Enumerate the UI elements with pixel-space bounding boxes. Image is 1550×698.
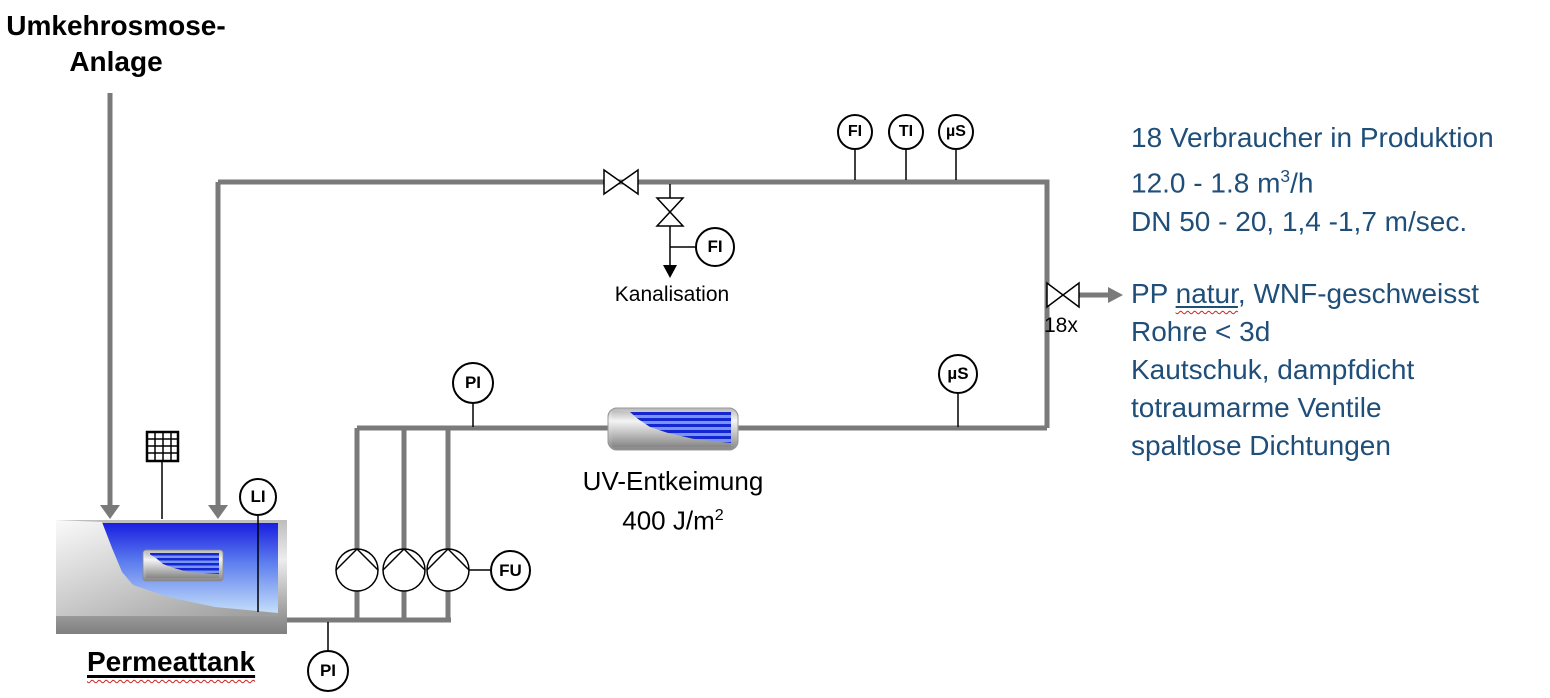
annotation-valves: totraumarme Ventile [1131, 392, 1382, 423]
uv-label: UV-Entkeimung 400 J/m2 [563, 464, 783, 538]
valve-drain [655, 197, 685, 227]
pump-3 [426, 548, 470, 592]
sewer-label: Kanalisation [614, 283, 730, 306]
instrument-ti-top: TI [888, 114, 924, 150]
annotation-material: PP natur, WNF-geschweisst [1131, 278, 1480, 309]
annotation-gaskets: spaltlose Dichtungen [1131, 430, 1391, 461]
instrument-stems [161, 150, 959, 650]
instrument-pi-suction: PI [307, 650, 349, 692]
instrument-li-tank: LI [239, 478, 277, 516]
uv-reactor [607, 407, 739, 451]
tank-diffuser-cylinder [142, 549, 224, 582]
instrument-us-top: µS [938, 114, 974, 150]
pump-1 [335, 548, 379, 592]
annotation-seal-material: Kautschuk, dampfdicht [1131, 354, 1415, 385]
instrument-fu-pump: FU [490, 550, 531, 591]
source-label-line2: Anlage [69, 46, 163, 77]
instrument-fi-top: FI [837, 114, 873, 150]
valve-supply [1046, 281, 1080, 309]
return-arrow [208, 182, 228, 519]
instrument-us-loop: µS [938, 354, 978, 394]
feed-arrow [100, 93, 120, 519]
annotation-pipe-dimensions: DN 50 - 20, 1,4 -1,7 m/sec. [1131, 206, 1468, 238]
uv-dose: 400 J/m2 [622, 505, 724, 536]
drain-line [669, 184, 695, 266]
permeate-tank [56, 516, 287, 634]
piping-lines [218, 179, 1050, 623]
annotation-block-top: 18 Verbraucher in Produktion 12.0 - 1.8 … [1131, 118, 1494, 241]
annotation-consumers: 18 Verbraucher in Produktion [1131, 122, 1494, 153]
tank-slope [56, 520, 278, 616]
drain-arrowhead [663, 265, 677, 278]
source-label: Umkehrosmose- Anlage [6, 8, 226, 80]
pump-group [335, 548, 470, 592]
valve-return-line [603, 168, 639, 196]
annotation-block-bottom: PP natur, WNF-geschweisst Rohre < 3d Kau… [1131, 275, 1479, 465]
valve-count-label: 18x [1044, 314, 1078, 337]
instrument-pi-loop: PI [452, 362, 494, 404]
annotation-pipes: Rohre < 3d [1131, 316, 1271, 347]
vent-filter-grid-icon [145, 430, 180, 463]
supply-takeoff-arrow [1079, 287, 1123, 303]
instrument-fi-drain: FI [695, 227, 735, 267]
tank-label: Permeattank [87, 646, 256, 677]
uv-label-line1: UV-Entkeimung [582, 466, 764, 496]
annotation-flow-rate: 12.0 - 1.8 m3/h [1131, 166, 1314, 199]
source-label-line1: Umkehrosmose- [6, 10, 226, 41]
pump-2 [382, 548, 426, 592]
